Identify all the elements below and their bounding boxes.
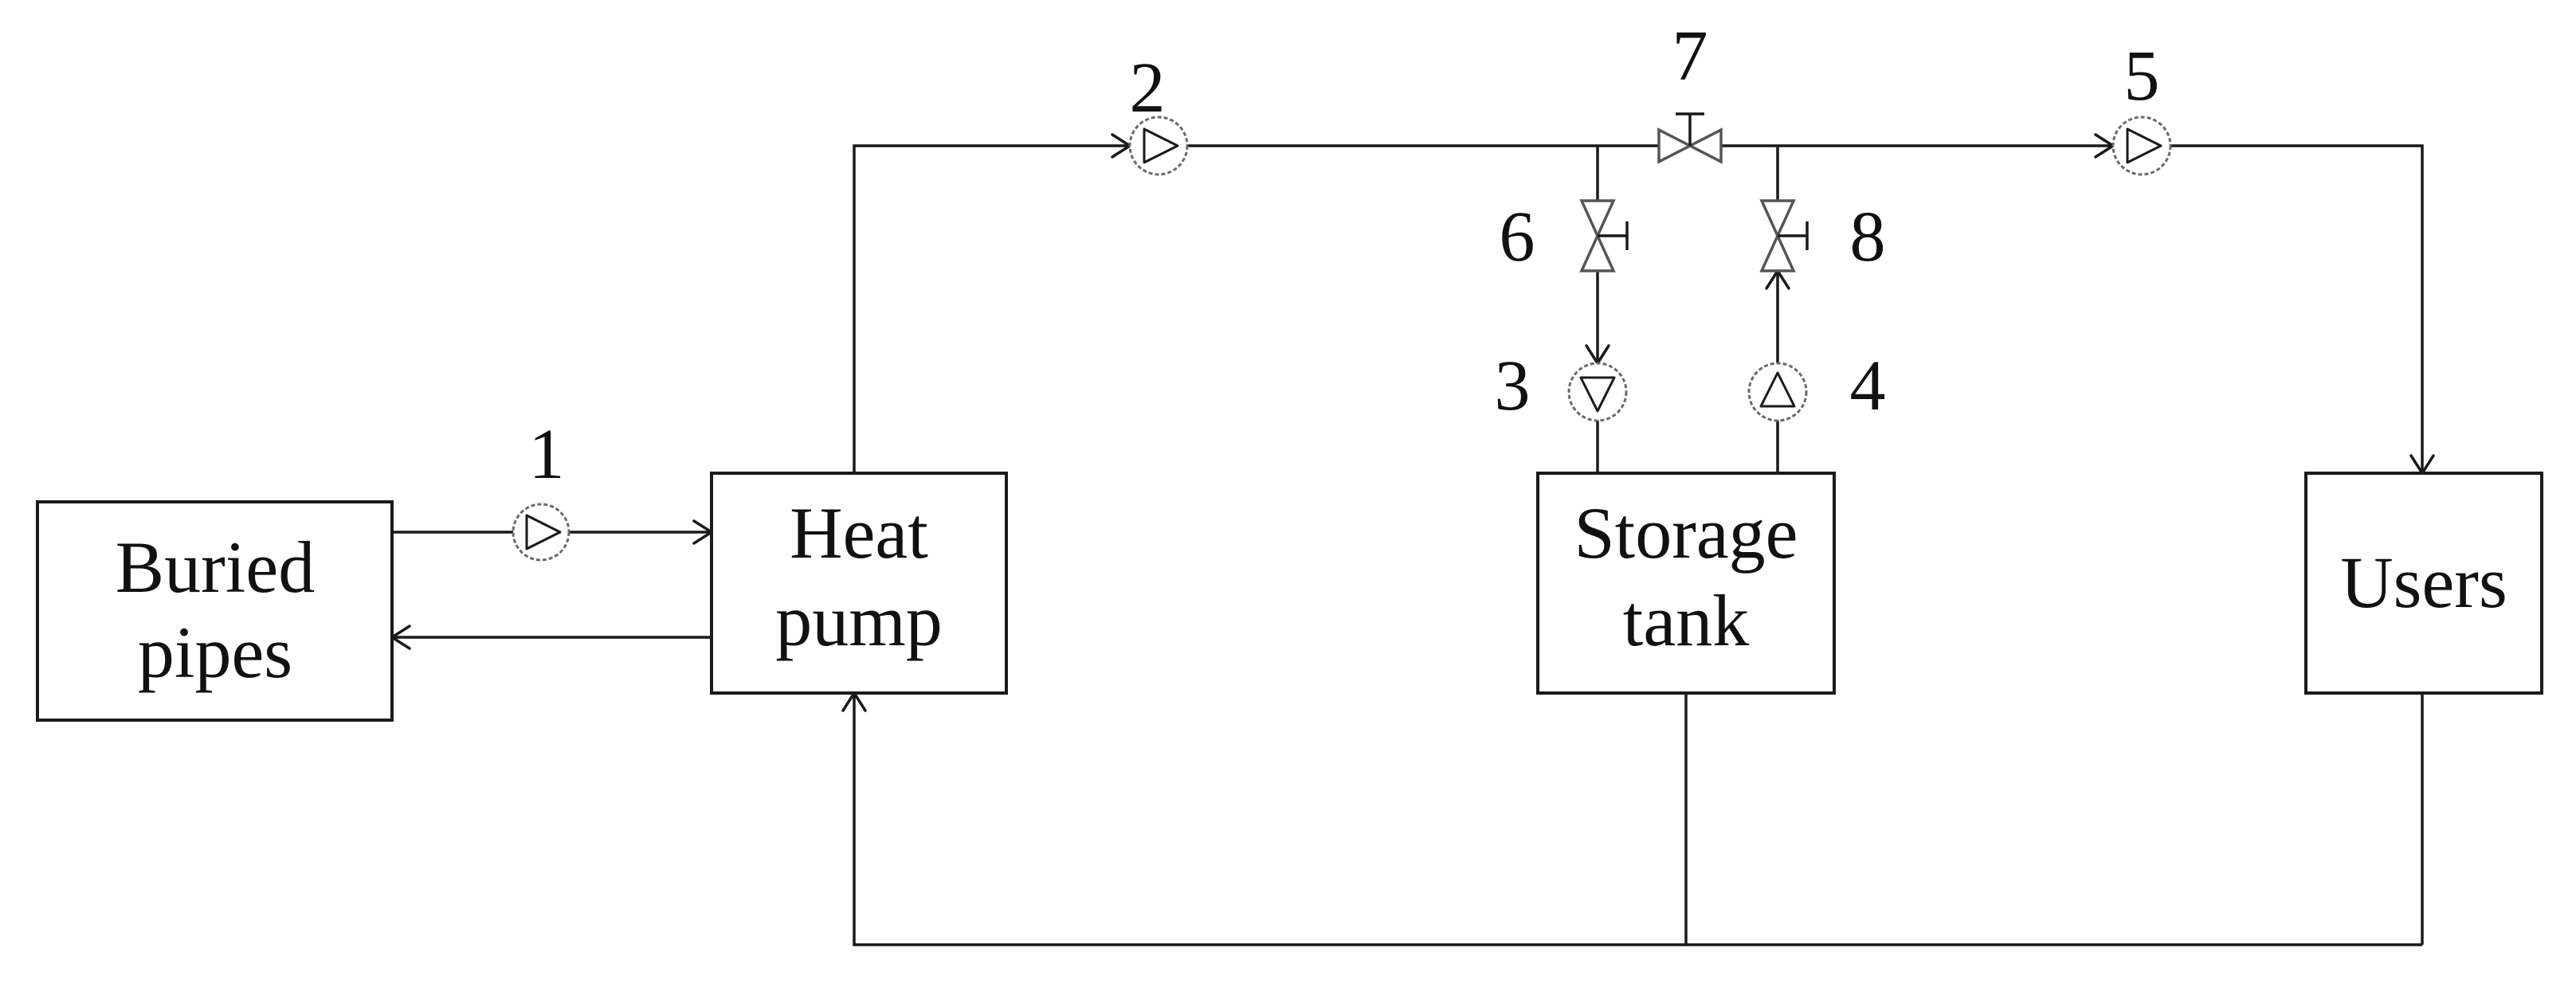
users-label: Users (2340, 542, 2507, 623)
buried-pipes-box: Buried pipes (36, 500, 394, 722)
valve-8: 8 (1759, 198, 1886, 276)
flow-arrows (390, 133, 2435, 712)
pump-3: 3 (1495, 347, 1628, 425)
pump-1-direction-icon (525, 514, 562, 550)
valve-6-body-icon (1579, 199, 1616, 272)
pump-2-direction-icon (1143, 127, 1179, 164)
pump-3-label: 3 (1495, 347, 1531, 425)
pump-5: 5 (2111, 37, 2172, 176)
pump-1: 1 (512, 415, 570, 562)
valve-8-label: 8 (1850, 198, 1886, 276)
buried-pipes-frame (36, 500, 394, 722)
valve-7-body-icon (1657, 127, 1723, 164)
pump-4-direction-icon (1759, 371, 1796, 408)
storage-tank-label-line2: tank (1623, 580, 1749, 661)
pipe-network (392, 144, 2424, 946)
valve-6: 6 (1500, 198, 1629, 276)
storage-tank-box: Storage tank (1536, 472, 1836, 695)
heat-pump-frame (710, 472, 1008, 695)
pump-4-label: 4 (1850, 347, 1886, 425)
storage-tank-label-line1: Storage (1574, 492, 1798, 574)
heat-pump-label-line2: pump (775, 580, 943, 661)
pipe-bottom-return (853, 693, 2422, 946)
pipe-users-supply (2170, 144, 2424, 473)
pump-5-direction-icon (2126, 127, 2162, 164)
valve-7: 7 (1657, 17, 1723, 164)
valve-6-label: 6 (1500, 198, 1535, 276)
pump-2: 2 (1128, 49, 1189, 176)
pump-3-direction-icon (1579, 376, 1616, 413)
pump-5-label: 5 (2124, 37, 2160, 116)
valve-8-body-icon (1759, 199, 1796, 272)
users-box: Users (2304, 472, 2543, 695)
valve-7-label: 7 (1672, 17, 1708, 96)
pump-2-label: 2 (1130, 49, 1166, 127)
users-frame (2304, 472, 2543, 695)
pump-1-label: 1 (529, 415, 565, 494)
heat-pump-label-line1: Heat (790, 492, 928, 574)
pump-4: 4 (1747, 347, 1886, 425)
pipe-heatpump-supply-riser (853, 144, 1130, 473)
buried-pipes-label-line1: Buried (116, 527, 315, 608)
storage-tank-frame (1536, 472, 1836, 695)
buried-pipes-label-line2: pipes (138, 612, 292, 693)
heat-pump-box: Heat pump (710, 472, 1008, 695)
